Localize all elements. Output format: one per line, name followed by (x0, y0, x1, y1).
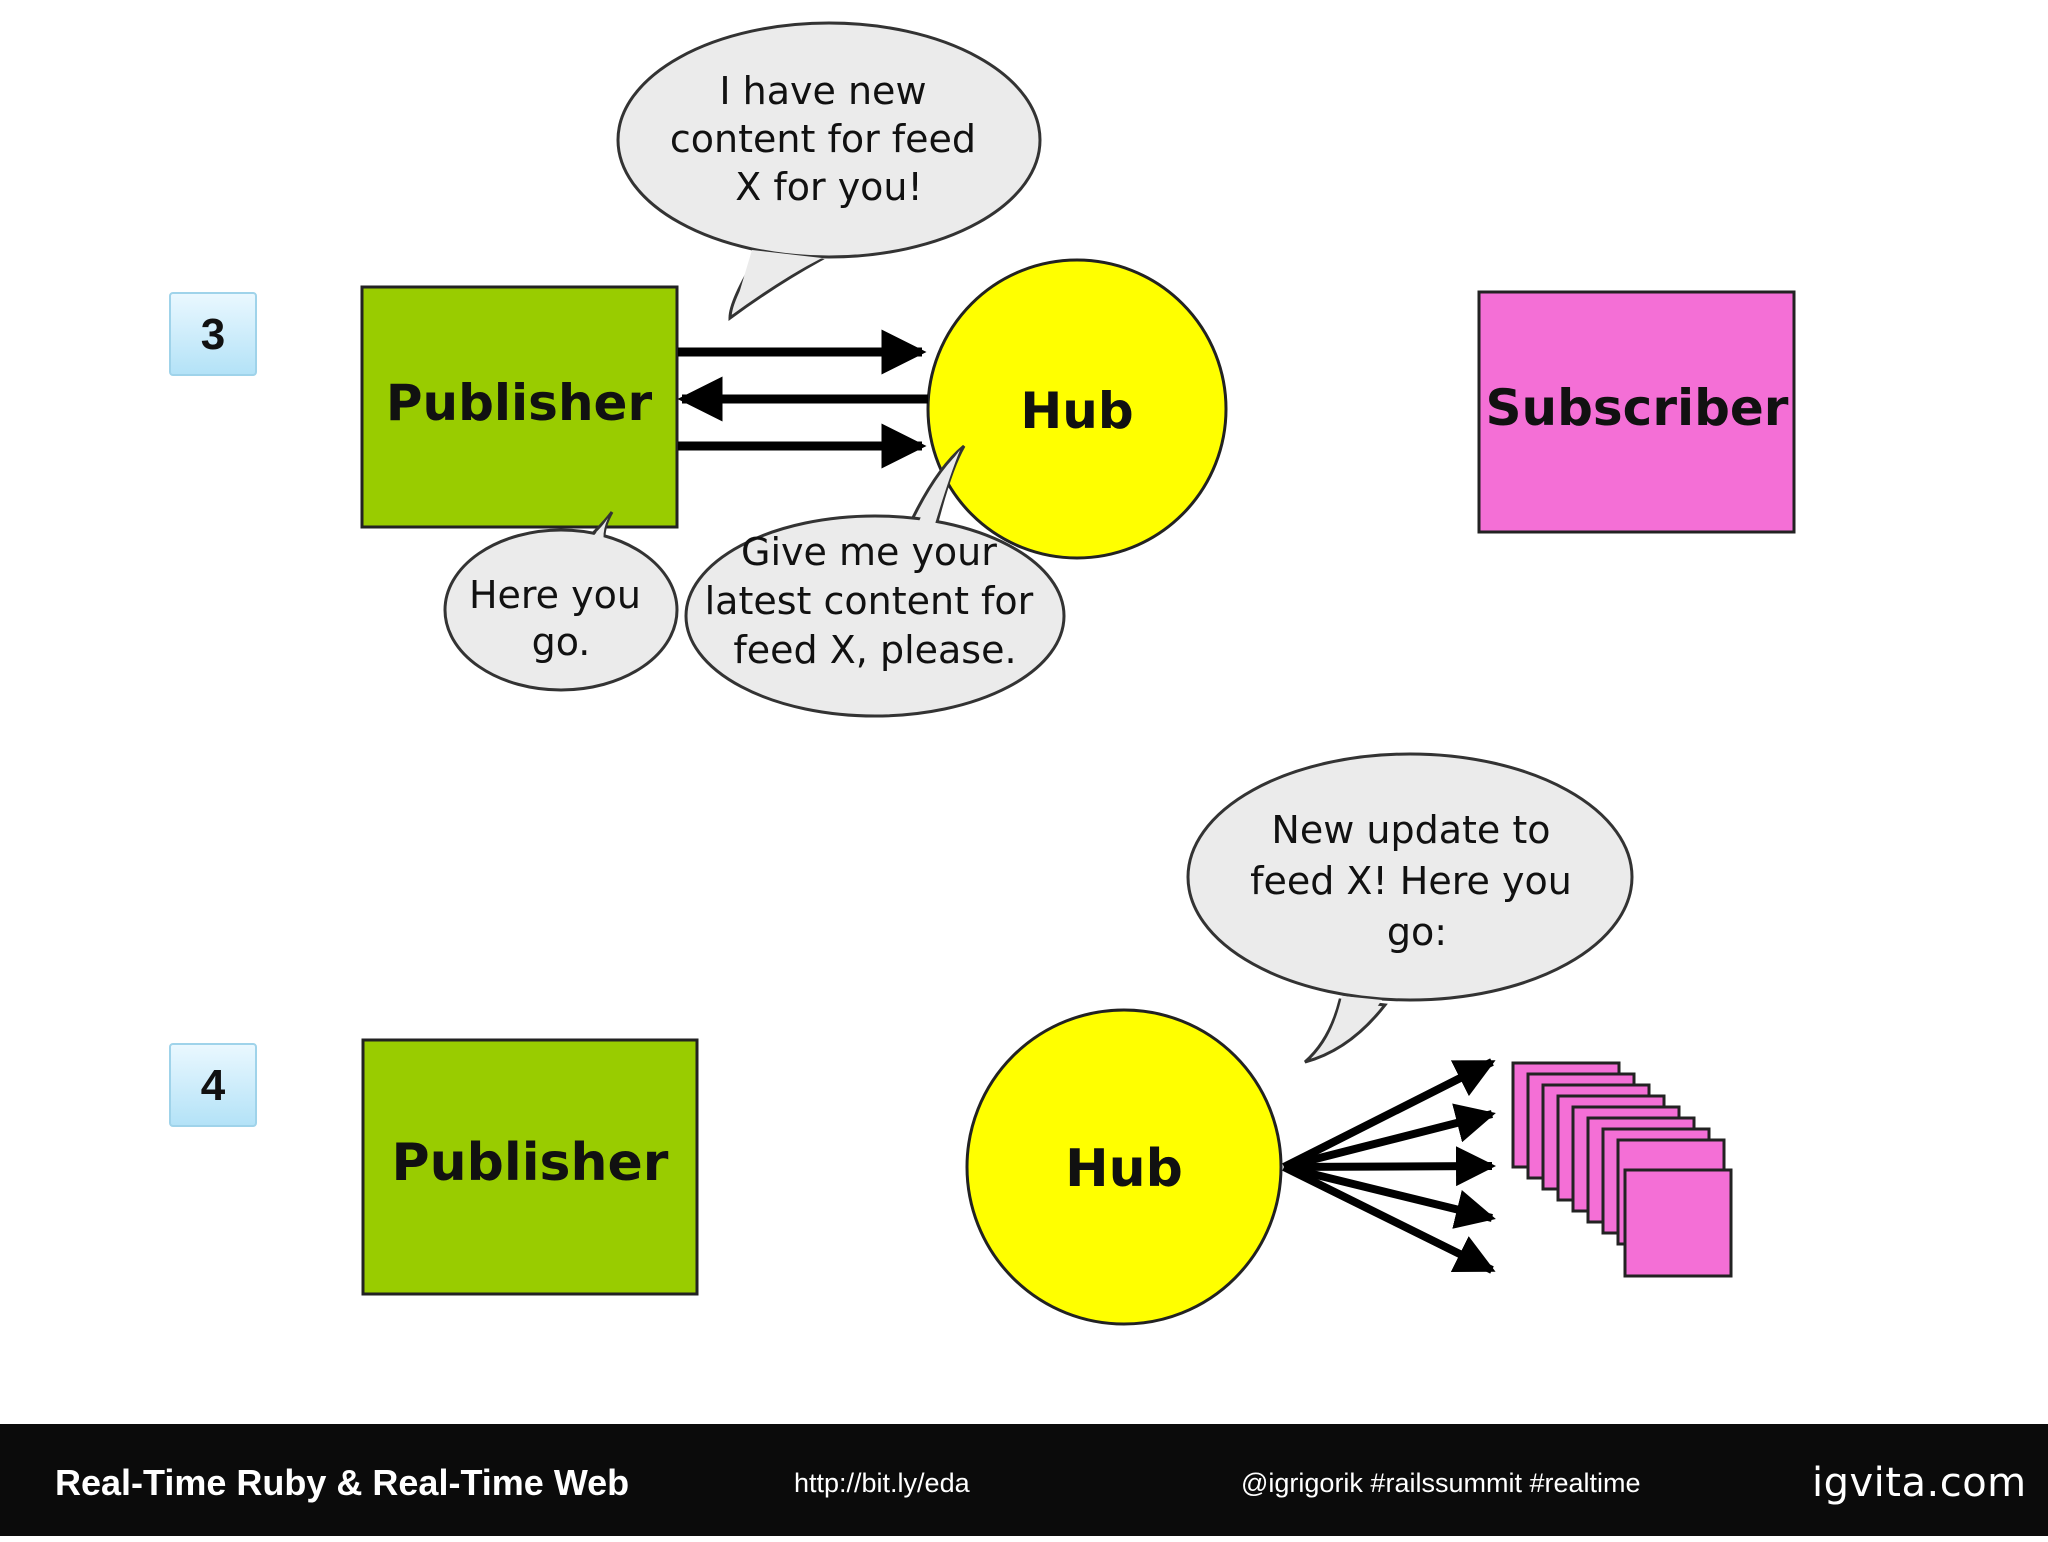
diagram-canvas: 3 I have new content for feed X for you!… (169, 21, 1796, 1326)
publisher-label: Publisher (392, 1133, 669, 1193)
step-3-number: 3 (201, 310, 225, 359)
footer-title: Real-Time Ruby & Real-Time Web (55, 1462, 630, 1503)
speech-bubble-publisher-reply: Here you go. (443, 511, 679, 692)
speech-bubble-hub-broadcast: New update to feed X! Here you go: (1186, 752, 1634, 1064)
hub-circle-step-3: Hub (926, 258, 1228, 560)
publisher-label: Publisher (386, 374, 653, 432)
footer-brand-logo: igvita.com (1812, 1460, 2027, 1506)
footer-url[interactable]: http://bit.ly/eda (794, 1468, 970, 1498)
bubble-text: New update to feed X! Here you go: (1250, 808, 1584, 954)
publisher-box-step-4: Publisher (361, 1038, 699, 1296)
step-4-badge: 4 (169, 1043, 257, 1127)
hub-label: Hub (1065, 1139, 1183, 1199)
footer-tags: @igrigorik #railssummit #realtime (1241, 1468, 1641, 1498)
publisher-box-step-3: Publisher (360, 285, 679, 529)
step-3-badge: 3 (169, 292, 257, 376)
bubble-text: Give me your latest content for feed X, … (705, 530, 1046, 672)
speech-bubble-hub-request: Give me your latest content for feed X, … (684, 444, 1066, 718)
bubble-text: I have new content for feed X for you! (670, 69, 988, 209)
footer-bar: Real-Time Ruby & Real-Time Web http://bi… (0, 1424, 2048, 1536)
step-4-number: 4 (201, 1061, 226, 1110)
bubble-text: Here you go. (469, 573, 653, 664)
hub-circle-step-4: Hub (965, 1008, 1283, 1326)
subscriber-label: Subscriber (1486, 379, 1789, 437)
fanout-arrows (1282, 1058, 1496, 1274)
subscriber-stack (1511, 1061, 1733, 1278)
hub-label: Hub (1020, 382, 1133, 440)
speech-bubble-hub-announce: I have new content for feed X for you! (616, 21, 1042, 321)
subscriber-box: Subscriber (1477, 290, 1796, 534)
